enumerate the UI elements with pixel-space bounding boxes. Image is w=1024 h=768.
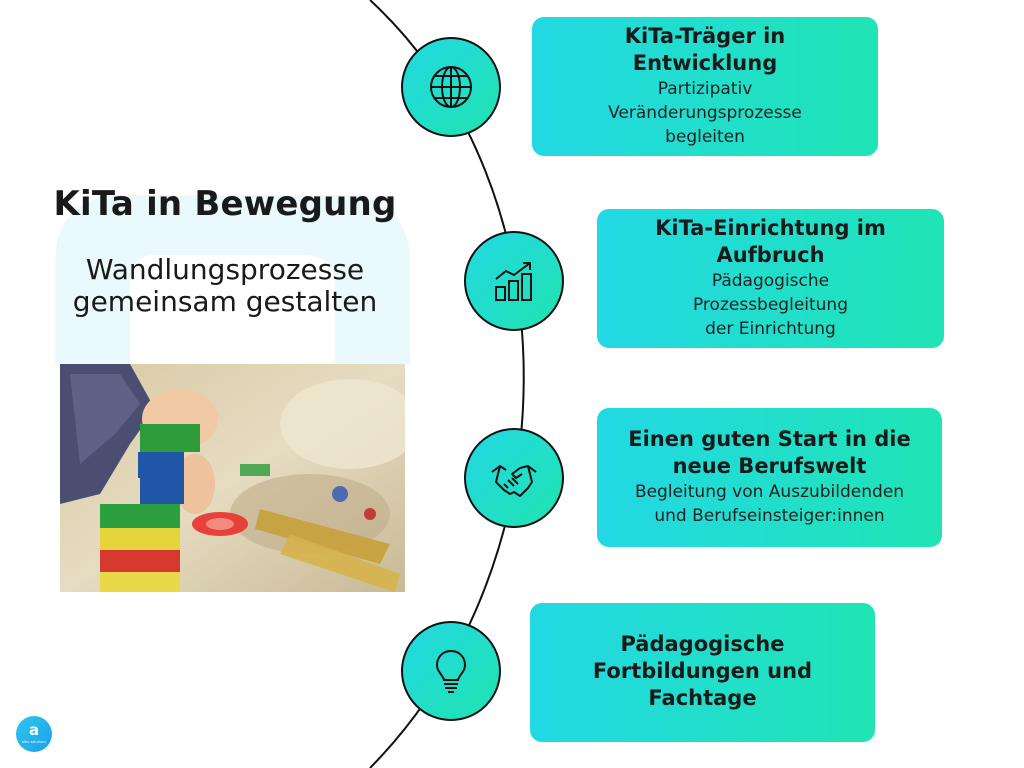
logo-text: alba solutions xyxy=(21,739,47,744)
node-1 xyxy=(401,37,501,137)
card-title: KiTa-Träger in Entwicklung xyxy=(624,24,786,75)
logo-mark: a xyxy=(28,720,40,739)
card-title: Pädagogische Fortbildungen und Fachtage xyxy=(592,632,813,710)
card-description: Begleitung von Auszubildenden und Berufs… xyxy=(634,482,905,526)
brand-logo[interactable]: a alba solutions xyxy=(16,716,52,752)
card-description: Partizipativ Veränderungsprozesse beglei… xyxy=(608,79,802,147)
card-berufswelt: Einen guten Start in die neue Berufswelt… xyxy=(597,408,942,547)
lightbulb-icon xyxy=(435,649,467,693)
card-description: Pädagogische Prozessbegleitung der Einri… xyxy=(692,271,849,339)
page-title: KiTa in Bewegung xyxy=(53,184,397,224)
card-title: Einen guten Start in die neue Berufswelt xyxy=(628,427,911,478)
building-blocks-photo xyxy=(60,364,405,592)
node-3 xyxy=(464,428,564,528)
globe-icon xyxy=(430,66,472,108)
handshake-icon xyxy=(491,465,537,497)
page-subtitle: Wandlungsprozesse gemeinsam gestalten xyxy=(72,253,378,318)
growth-chart-icon xyxy=(495,262,532,301)
card-title: KiTa-Einrichtung im Aufbruch xyxy=(655,216,886,267)
card-einrichtung: KiTa-Einrichtung im Aufbruch Pädagogisch… xyxy=(597,209,944,348)
card-traeger: KiTa-Träger in Entwicklung Partizipativ … xyxy=(532,17,878,156)
node-4 xyxy=(401,621,501,721)
node-2 xyxy=(464,231,564,331)
background-shape xyxy=(55,195,410,365)
card-fortbildungen: Pädagogische Fortbildungen und Fachtage xyxy=(530,603,875,742)
